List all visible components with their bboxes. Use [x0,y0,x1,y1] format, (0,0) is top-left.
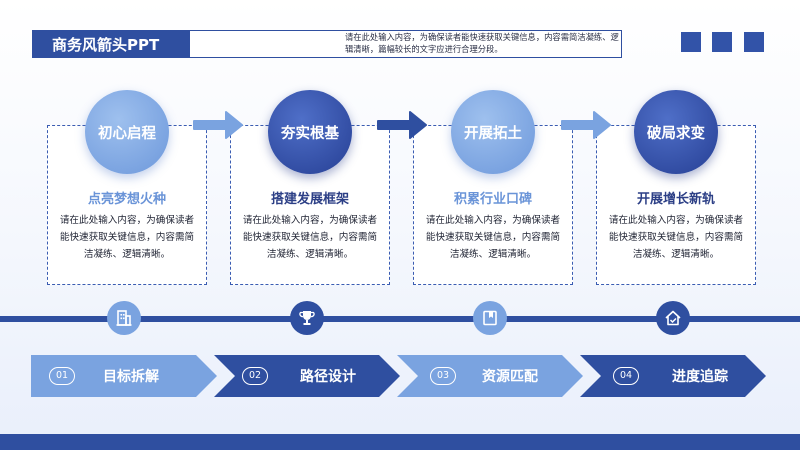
header-description: 请在此处输入内容，为确保读者能快速获取关键信息，内容需简洁凝练、逻辑清晰，篇幅较… [345,32,619,54]
step-body-2: 请在此处输入内容，为确保读者能快速获取关键信息，内容需简洁凝练、逻辑清晰。 [242,215,378,260]
arrow-right-icon [193,111,243,139]
home-icon [656,301,690,335]
phase-number: 02 [242,367,268,385]
arrow-right-icon [377,111,427,139]
step-subtitle-2: 搭建发展框架 [270,192,349,207]
phase-chevron-1: 01 目标拆解 [31,355,217,397]
step-circle-2: 夯实根基 [268,90,352,174]
step-circle-1: 初心启程 [85,90,169,174]
phase-label: 路径设计 [300,369,356,385]
phase-chevron-2: 02 路径设计 [214,355,400,397]
phase-label: 目标拆解 [103,369,159,385]
step-circle-3: 开展拓土 [451,90,535,174]
step-subtitle-4: 开展增长新轨 [636,192,715,207]
phase-chevron-4: 04 进度追踪 [580,355,766,397]
phase-label: 资源匹配 [482,369,538,385]
step-circle-4: 破局求变 [634,90,718,174]
trophy-icon [290,301,324,335]
book-icon [473,301,507,335]
arrow-right-icon [561,111,611,139]
header-square-3 [744,32,764,52]
page-title: 商务风箭头PPT [32,30,190,58]
step-body-4: 请在此处输入内容，为确保读者能快速获取关键信息，内容需简洁凝练、逻辑清晰。 [608,215,744,260]
header-square-1 [681,32,701,52]
header-square-2 [712,32,732,52]
bottom-bar [0,434,800,450]
phase-chevron-3: 03 资源匹配 [397,355,583,397]
building-icon [107,301,141,335]
step-subtitle-1: 点亮梦想火种 [87,192,166,207]
phase-number: 04 [613,367,639,385]
step-body-3: 请在此处输入内容，为确保读者能快速获取关键信息，内容需简洁凝练、逻辑清晰。 [425,215,561,260]
phase-number: 03 [430,367,456,385]
phase-label: 进度追踪 [672,369,728,385]
step-body-1: 请在此处输入内容，为确保读者能快速获取关键信息，内容需简洁凝练、逻辑清晰。 [59,215,195,260]
timeline-line [0,316,800,322]
step-subtitle-3: 积累行业口碑 [453,192,532,207]
phase-number: 01 [49,367,75,385]
